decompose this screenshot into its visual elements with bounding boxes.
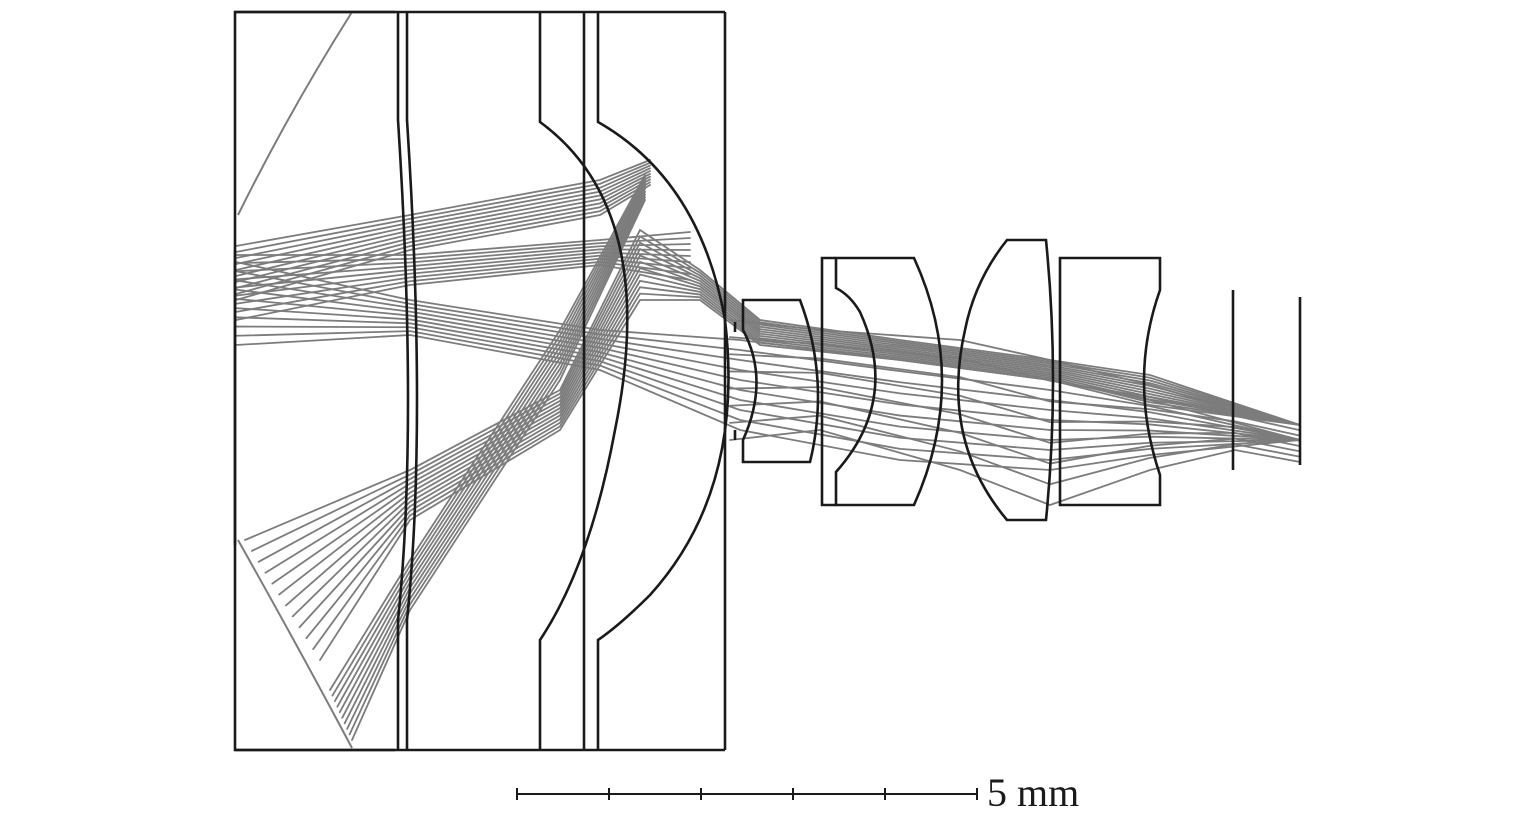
ray-bundle-upper: [235, 161, 651, 253]
thin-plate: [396, 12, 410, 750]
lens-group-2-element-1: [741, 298, 820, 464]
ray-bundle-steep: [351, 199, 646, 741]
ray-bundle-lower: [319, 299, 1301, 661]
ray-bundle-steep: [338, 185, 646, 714]
scale-bar-ticks: [516, 788, 978, 800]
ray-bundle-mid: [235, 264, 691, 321]
ray-bundle-upper: [235, 178, 651, 289]
ray-bundle-upper: [235, 184, 651, 301]
thin-plate-back: [405, 12, 419, 750]
ray-bundle-steep: [333, 179, 646, 703]
ray-bundle-axial: [235, 297, 1301, 441]
ray-bundle-mid: [235, 260, 691, 313]
ray-bundle-lower: [291, 273, 1301, 618]
ray-bundle-mid: [235, 248, 691, 281]
ray-bundle-image: [729, 336, 1301, 432]
lens-group-2-element-2: [834, 256, 944, 507]
ray-bundle-upper: [235, 167, 651, 265]
ray-bundles: [235, 159, 1301, 741]
ray-bundle-steep: [329, 174, 646, 691]
scale-bar: 5 mm: [516, 770, 1079, 815]
ray-bundle-axial: [235, 307, 1301, 441]
ray-bundle-axial: [235, 334, 1301, 471]
ray-bundle-steep: [341, 187, 646, 719]
ray-bundle-steep: [348, 196, 646, 736]
ray-bundle-steep: [336, 182, 646, 708]
ray-bundle-mid: [235, 254, 691, 297]
ray-bundle-image: [729, 370, 1301, 442]
ray-bundle-axial: [235, 270, 1301, 441]
ray-bundle-mid: [235, 237, 691, 265]
meniscus-element-2: [596, 12, 730, 750]
ray-bundle-image: [729, 386, 1301, 448]
ray-bundle-axial: [235, 325, 1301, 451]
ray-bundle-mid: [235, 231, 691, 256]
ray-bundle-axial: [235, 316, 1301, 441]
ray-bundle-axial: [235, 288, 1301, 441]
ray-bundle-steep: [343, 190, 646, 725]
ray-bundle-axial: [235, 279, 1301, 441]
front-dome-lower: [237, 539, 353, 749]
ray-bundle-lower: [264, 247, 1301, 574]
front-dome-upper: [237, 11, 353, 216]
lens-group-2-element-4: [1058, 256, 1162, 507]
lens-group-2-element-2-mount: [820, 256, 836, 507]
scale-bar-label: 5 mm: [987, 770, 1079, 815]
ray-bundle-lower: [250, 235, 1301, 552]
lens-group-2-element-3: [956, 238, 1055, 522]
ray-bundle-image: [729, 429, 1301, 506]
ray-bundle-steep: [346, 193, 646, 730]
ray-bundle-upper: [235, 181, 651, 295]
ray-bundle-upper: [235, 164, 651, 259]
ray-bundle-upper: [235, 159, 651, 247]
ray-bundle-upper: [235, 170, 651, 271]
ray-bundle-steep: [331, 176, 646, 697]
lens-group-2: [733, 238, 1302, 522]
ray-bundle-mid: [235, 251, 691, 289]
meniscus-element-1: [538, 12, 629, 750]
ray-bundle-image: [729, 353, 1301, 437]
lens-group-1: [233, 10, 730, 752]
ray-bundle-image: [729, 319, 1301, 426]
ray-bundle-axial: [235, 330, 1301, 461]
ray-bundle-lower: [244, 228, 1301, 541]
